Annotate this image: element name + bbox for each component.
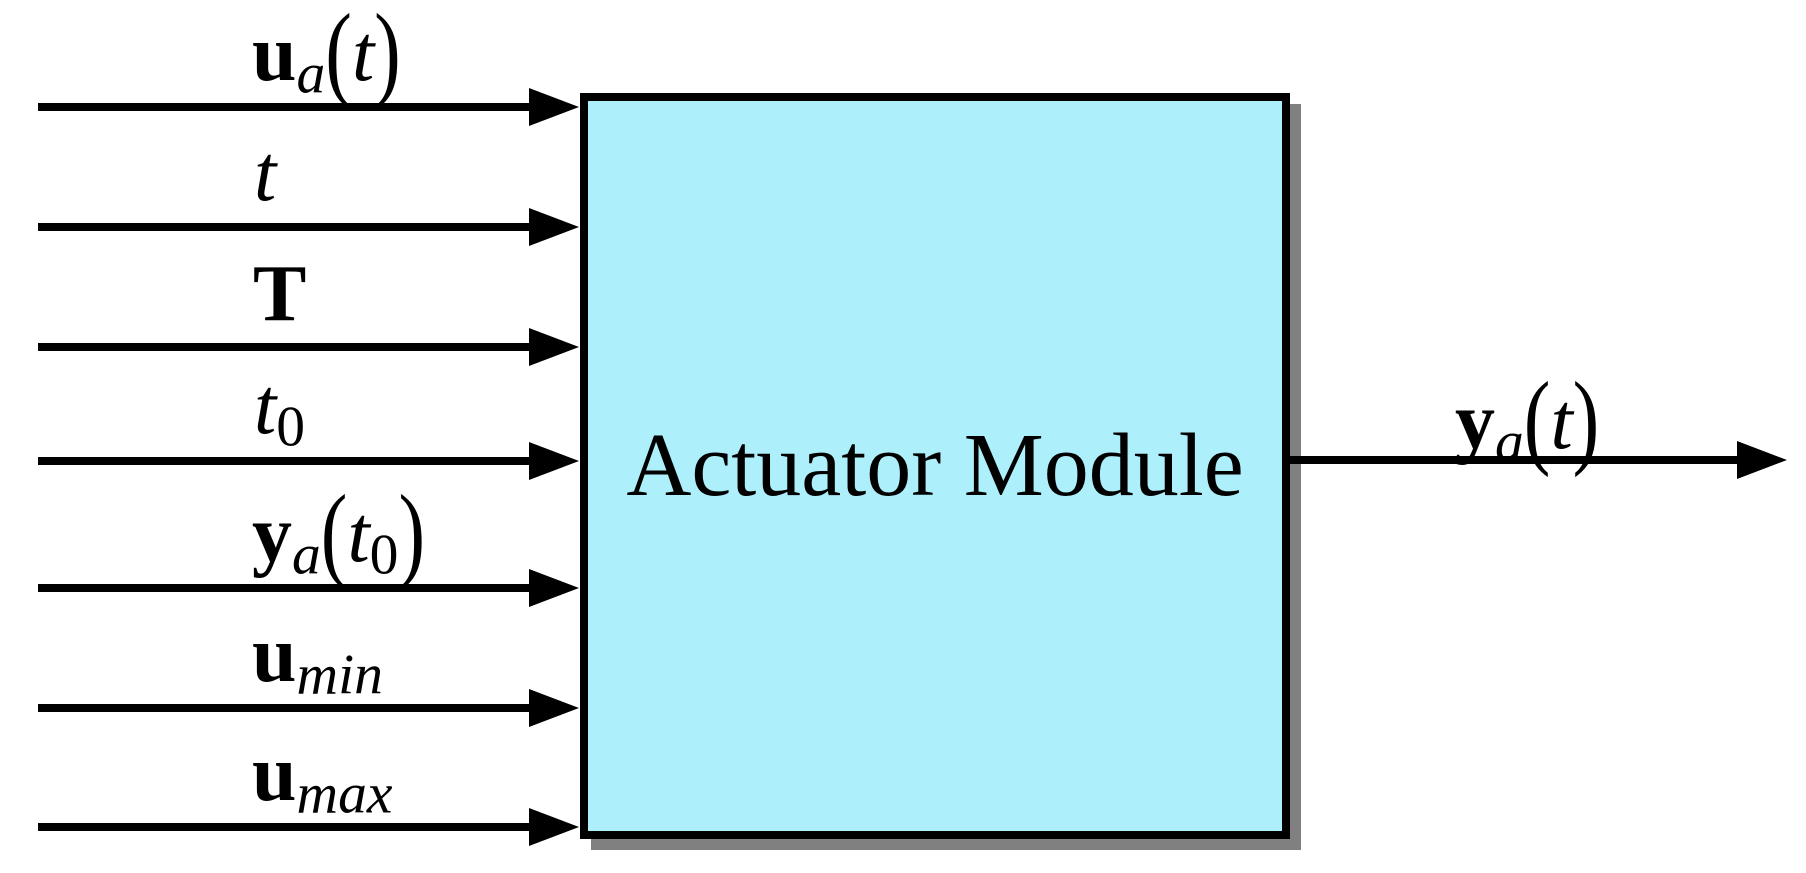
- math-arg: t: [347, 491, 370, 579]
- math-base: u: [252, 730, 297, 818]
- arrowhead-icon: [529, 328, 579, 366]
- arrowhead-icon: [1737, 441, 1787, 479]
- arrowhead-icon: [529, 88, 579, 126]
- arrowhead-icon: [529, 208, 579, 246]
- output-label-ya-t: ya(t): [1455, 367, 1599, 474]
- input-arrow-5: [38, 569, 579, 607]
- actuator-block: [580, 93, 1290, 839]
- math-subscript: a: [296, 42, 326, 106]
- math-base: T: [253, 250, 307, 338]
- close-paren: ): [1572, 361, 1600, 479]
- math-arg: t: [1550, 378, 1573, 466]
- open-paren: (: [1523, 361, 1551, 479]
- math-subscript: a: [292, 523, 321, 587]
- math-base: y: [1455, 378, 1495, 466]
- math-base: t: [254, 130, 277, 218]
- block-title: Actuator Module: [626, 416, 1244, 515]
- math-arg: t: [351, 10, 375, 98]
- input-label-umin: umin: [252, 615, 383, 704]
- open-paren: (: [320, 474, 348, 592]
- input-label-ua-t: ua(t): [252, 0, 401, 106]
- input-label-T: T: [253, 254, 306, 334]
- arrowhead-icon: [529, 569, 579, 607]
- input-label-ya-t0: ya(t0): [252, 480, 425, 587]
- arrowhead-icon: [529, 689, 579, 727]
- input-label-umax: umax: [252, 734, 392, 823]
- math-base: y: [252, 491, 292, 579]
- math-subscript: a: [1495, 410, 1524, 474]
- input-arrow-6: [38, 689, 579, 727]
- math-subscript: min: [296, 643, 383, 707]
- input-arrow-7: [38, 808, 579, 846]
- input-arrow-4: [38, 442, 579, 480]
- math-arg-subscript: 0: [369, 523, 399, 587]
- close-paren: ): [374, 0, 401, 111]
- arrowhead-icon: [529, 808, 579, 846]
- open-paren: (: [325, 0, 352, 111]
- input-label-t0: t0: [254, 367, 305, 456]
- input-arrow-1: [38, 88, 579, 126]
- math-subscript: 0: [276, 395, 306, 459]
- input-arrow-2: [38, 208, 579, 246]
- math-base: u: [252, 611, 297, 699]
- close-paren: ): [398, 474, 426, 592]
- math-subscript: max: [296, 762, 393, 826]
- arrowhead-icon: [529, 442, 579, 480]
- input-arrow-3: [38, 328, 579, 366]
- math-base: u: [252, 10, 297, 98]
- input-label-t: t: [254, 134, 276, 214]
- math-base: t: [254, 363, 277, 451]
- output-arrow: [1288, 441, 1787, 479]
